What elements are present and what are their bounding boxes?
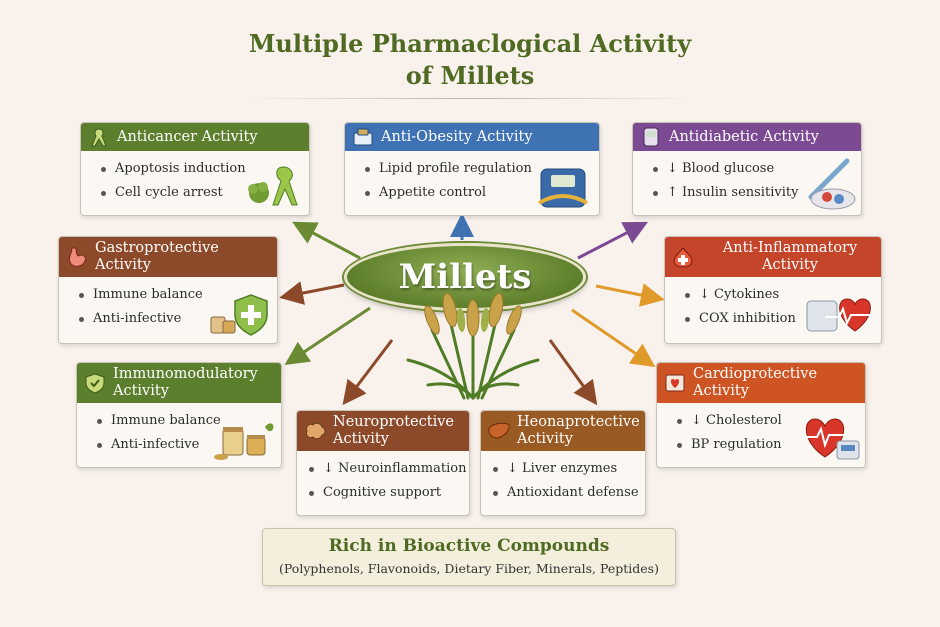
card-antiinflammatory-header: Anti-Inflammatory Activity bbox=[665, 237, 881, 277]
insulin-pen-icon bbox=[808, 158, 856, 210]
card-cardioprotective-item: BP regulation bbox=[677, 433, 865, 457]
card-anticancer-item: Apoptosis induction bbox=[101, 157, 309, 181]
card-cardioprotective-title-line2: Activity bbox=[693, 383, 749, 399]
arrow-antidiabetic bbox=[577, 221, 648, 260]
arrow-hepatoprotective bbox=[548, 339, 598, 406]
card-cardioprotective: Cardioprotective Activity ↓ Cholesterol … bbox=[656, 362, 866, 468]
bioactive-subtitle: (Polyphenols, Flavonoids, Dietary Fiber,… bbox=[279, 561, 659, 576]
herbal-jars-icon bbox=[214, 423, 274, 460]
page-title: Multiple Pharmaclogical Activity of Mill… bbox=[0, 28, 940, 92]
card-neuroprotective-title-line2: Activity bbox=[333, 431, 389, 447]
card-gastroprotective: Gastroprotective Activity Immune balance… bbox=[58, 236, 278, 344]
bioactive-compounds-box: Rich in Bioactive Compounds (Polyphenols… bbox=[262, 528, 676, 586]
ribbon-icon bbox=[87, 125, 111, 149]
card-immunomodulatory-title-line2: Activity bbox=[113, 383, 169, 399]
card-neuroprotective-item: ↓ Neuroinflammation bbox=[309, 457, 469, 481]
title-line-2: of Millets bbox=[405, 61, 535, 90]
arrow-cardioprotective bbox=[571, 308, 656, 368]
card-antiinflammatory-item: COX inhibition bbox=[685, 307, 881, 331]
scale-icon bbox=[351, 125, 375, 149]
card-immunomodulatory-header: Immunomodulatory Activity bbox=[77, 363, 281, 403]
brain-icon bbox=[303, 419, 327, 443]
shield-icon bbox=[83, 371, 107, 395]
arrow-anticancer bbox=[292, 221, 361, 260]
card-immunomodulatory: Immunomodulatory Activity Immune balance… bbox=[76, 362, 282, 468]
glucometer-icon bbox=[639, 125, 663, 149]
arrow-neuroprotective bbox=[342, 339, 394, 406]
card-antiobesity: Anti-Obesity Activity Lipid profile regu… bbox=[344, 122, 600, 216]
card-anticancer-item: Cell cycle arrest bbox=[101, 181, 309, 205]
card-hepatoprotective: Heonaprotective Activity ↓ Liver enzymes… bbox=[480, 410, 646, 516]
card-immunomodulatory-item: Anti-infective bbox=[97, 433, 281, 457]
card-antiobesity-title: Anti-Obesity Activity bbox=[381, 128, 533, 145]
millet-plant-icon bbox=[406, 292, 540, 400]
bioactive-title: Rich in Bioactive Compounds bbox=[328, 536, 610, 556]
card-anticancer-header: Anticancer Activity bbox=[81, 123, 309, 151]
center-label: Millets bbox=[398, 257, 532, 297]
card-anticancer: Anticancer Activity Apoptosis induction … bbox=[80, 122, 310, 216]
stomach-icon bbox=[65, 245, 89, 269]
card-gastroprotective-header: Gastroprotective Activity bbox=[59, 237, 277, 277]
card-antidiabetic-header: Antidiabetic Activity bbox=[633, 123, 861, 151]
heart-monitor-icon bbox=[806, 298, 871, 332]
card-anticancer-title: Anticancer Activity bbox=[117, 128, 258, 145]
card-antiinflammatory: Anti-Inflammatory Activity ↓ Cytokines C… bbox=[664, 236, 882, 344]
card-antiinflammatory-title-line2: Activity bbox=[762, 257, 818, 273]
card-antiinflammatory-title-line1: Anti-Inflammatory bbox=[722, 240, 858, 256]
card-antiobesity-item: Lipid profile regulation bbox=[365, 157, 599, 181]
heart-monitor-icon bbox=[663, 371, 687, 395]
card-gastroprotective-title-line2: Activity bbox=[95, 257, 151, 273]
center-millets-ellipse: Millets bbox=[344, 243, 586, 311]
card-cardioprotective-item: ↓ Cholesterol bbox=[677, 409, 865, 433]
card-hepatoprotective-title-line1: Heonaprotective bbox=[517, 414, 640, 430]
card-neuroprotective-title-line1: Neuroprotective bbox=[333, 414, 454, 430]
card-antiinflammatory-item: ↓ Cytokines bbox=[685, 283, 881, 307]
card-antidiabetic-title: Antidiabetic Activity bbox=[669, 128, 819, 145]
card-immunomodulatory-item: Immune balance bbox=[97, 409, 281, 433]
card-gastroprotective-item: Immune balance bbox=[79, 283, 277, 307]
card-antidiabetic-item: ↓ Blood glucose bbox=[653, 157, 861, 181]
card-antidiabetic: Antidiabetic Activity ↓ Blood glucose ↑ … bbox=[632, 122, 862, 216]
title-line-1: Multiple Pharmaclogical Activity bbox=[248, 29, 692, 58]
medical-cross-icon bbox=[671, 245, 695, 269]
card-antidiabetic-item: ↑ Insulin sensitivity bbox=[653, 181, 861, 205]
card-gastroprotective-item: Anti-infective bbox=[79, 307, 277, 331]
card-neuroprotective-item: Cognitive support bbox=[309, 481, 469, 505]
card-hepatoprotective-item: ↓ Liver enzymes bbox=[493, 457, 645, 481]
card-cardioprotective-header: Cardioprotective Activity bbox=[657, 363, 865, 403]
arrow-immunomodulatory bbox=[284, 306, 371, 365]
shield-jars-icon bbox=[210, 294, 268, 336]
card-neuroprotective-header: Neuroprotective Activity bbox=[297, 411, 469, 451]
card-cardioprotective-title-line1: Cardioprotective bbox=[693, 366, 818, 382]
arrow-antiinflammatory bbox=[595, 283, 665, 307]
arrow-gastroprotective bbox=[279, 281, 345, 305]
card-antiobesity-header: Anti-Obesity Activity bbox=[345, 123, 599, 151]
card-neuroprotective: Neuroprotective Activity ↓ Neuroinflamma… bbox=[296, 410, 470, 516]
card-hepatoprotective-item: Antioxidant defense bbox=[493, 481, 645, 505]
weight-scale-icon bbox=[537, 168, 589, 208]
card-immunomodulatory-title-line1: Immunomodulatory bbox=[113, 366, 258, 382]
ribbon-broccoli-icon bbox=[248, 166, 298, 206]
heart-bp-monitor-icon bbox=[805, 418, 860, 460]
title-divider bbox=[240, 98, 700, 99]
card-hepatoprotective-title-line2: Activity bbox=[517, 431, 573, 447]
card-antiobesity-item: Appetite control bbox=[365, 181, 599, 205]
card-gastroprotective-title-line1: Gastroprotective bbox=[95, 240, 219, 256]
card-hepatoprotective-header: Heonaprotective Activity bbox=[481, 411, 645, 451]
liver-icon bbox=[487, 419, 511, 443]
